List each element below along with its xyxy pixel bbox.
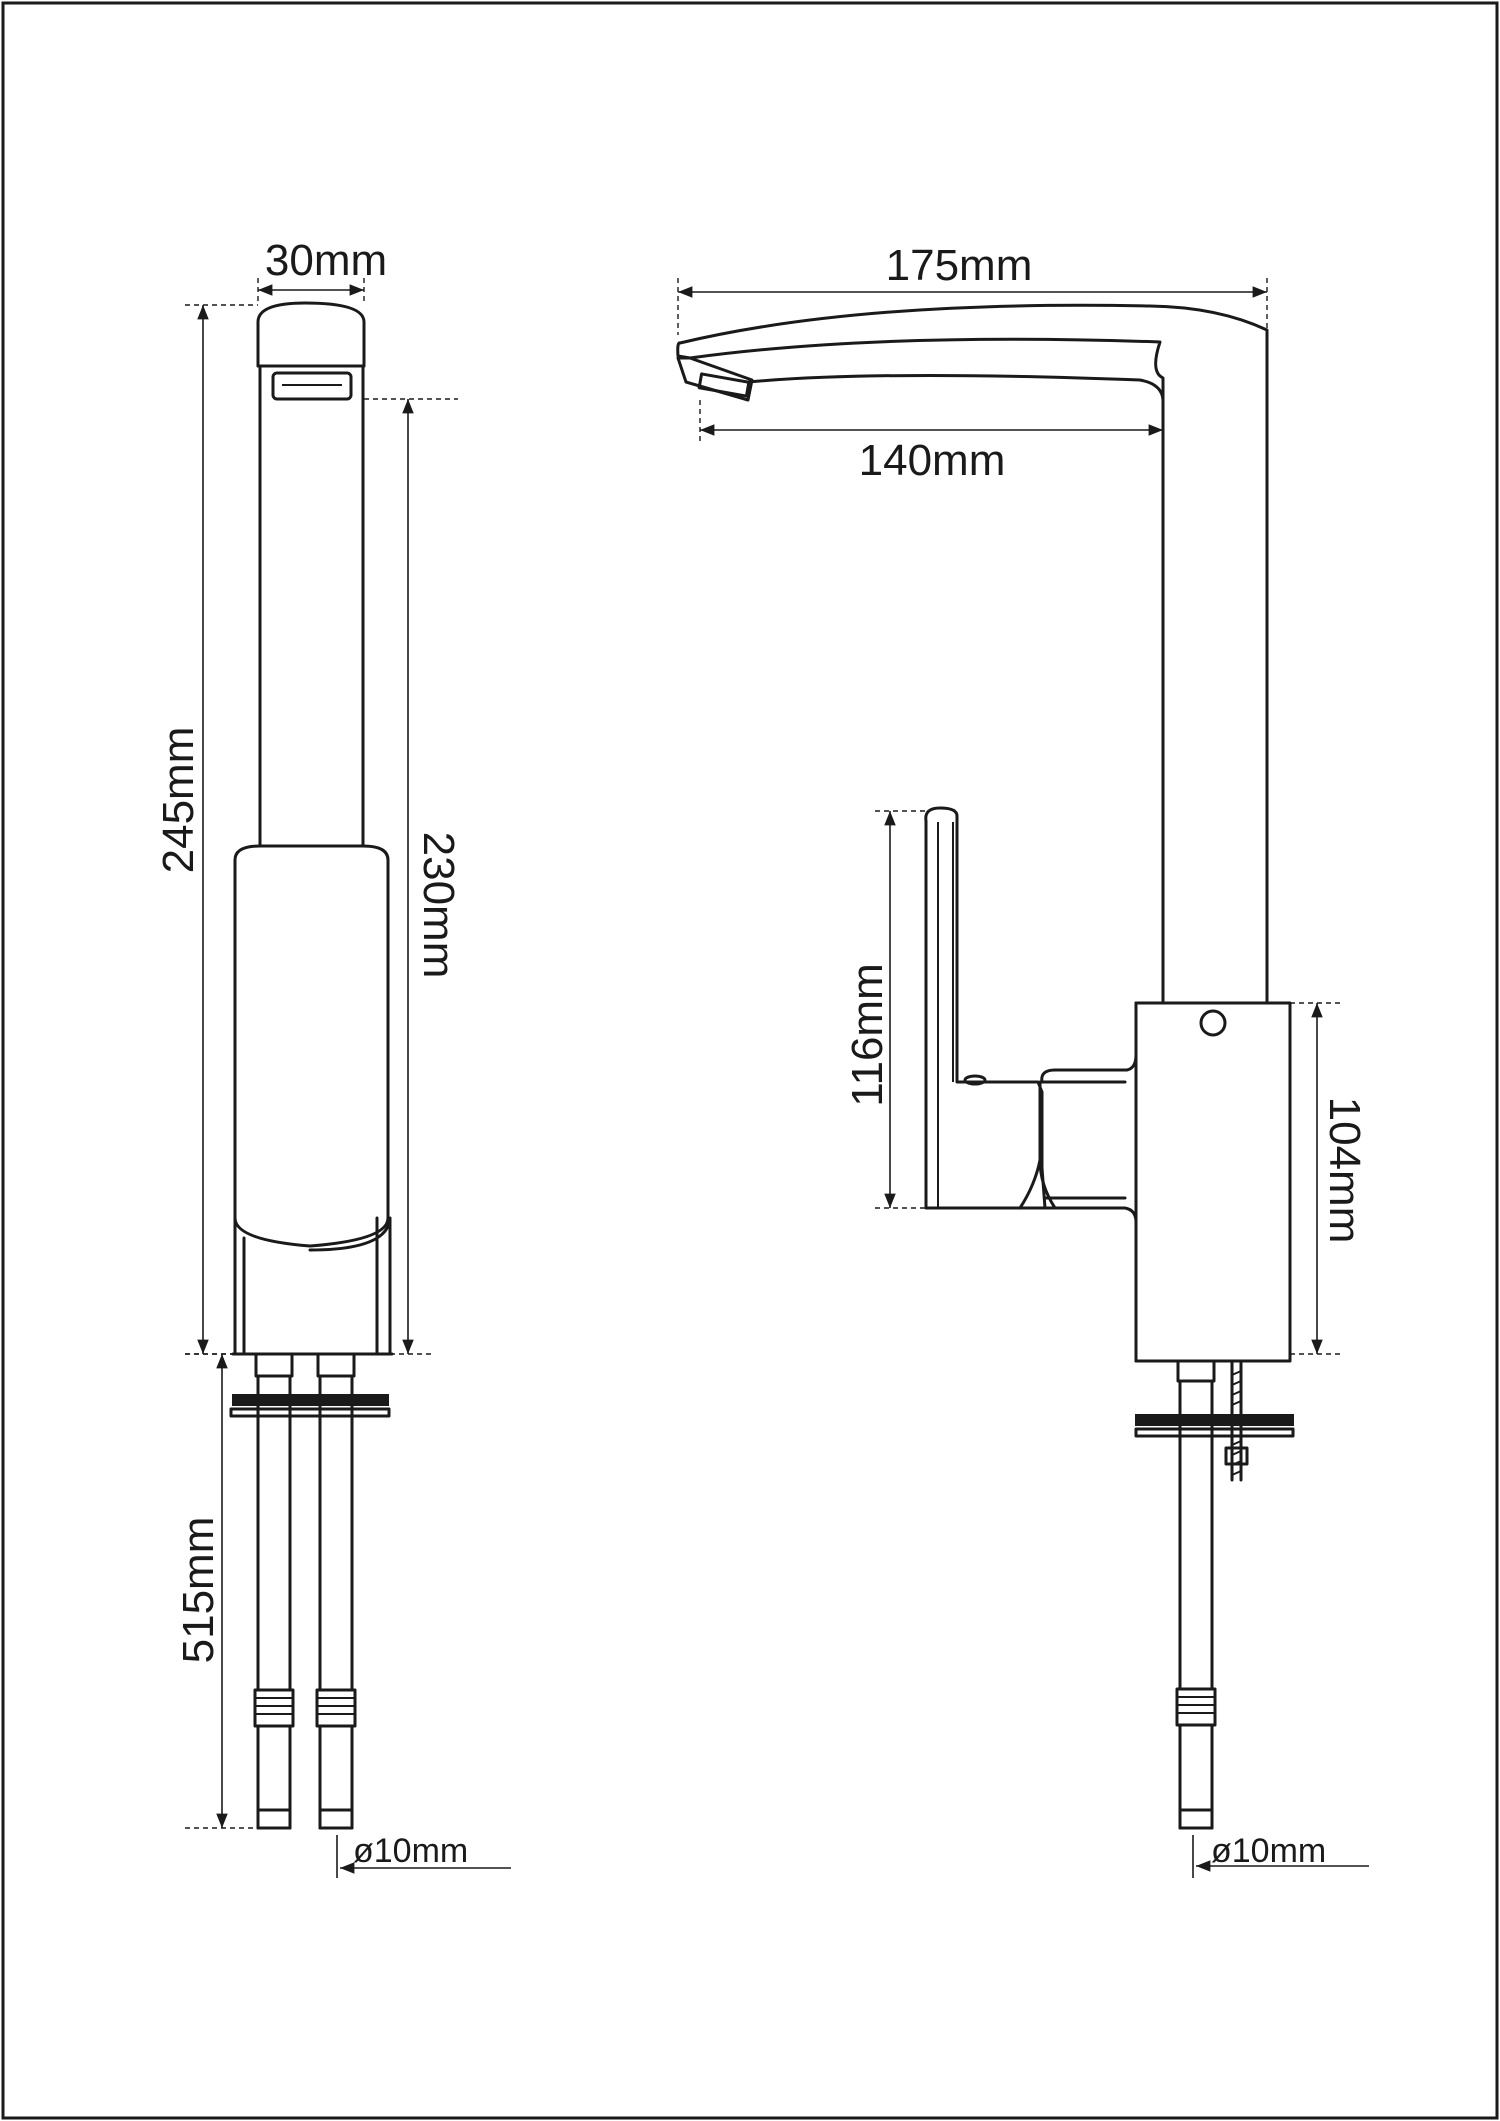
side-spout-reach-label: 140mm [859,436,1006,485]
side-cartridge-upper [1040,1001,1138,1084]
front-hose-left-fitting [253,1688,295,1830]
side-body [1134,1001,1292,1363]
side-body-height-label: 104mm [1320,1097,1369,1244]
front-total-height-label: 245mm [154,727,203,874]
front-hose-right [318,1374,354,1692]
side-hose-nut [1176,1359,1216,1383]
side-washer [1135,1414,1294,1426]
front-width-label: 30mm [265,236,387,285]
side-threaded-rod [1224,1359,1249,1482]
side-handle [924,806,1047,1210]
side-hose-diameter-label: ø10mm [1211,1832,1326,1870]
side-body-screw [1199,1009,1227,1037]
front-spout-tip [256,301,366,368]
side-spout-outline [676,303,1269,1005]
front-hose-left-nut [254,1352,294,1378]
front-hose-left [256,1374,292,1692]
side-view: 175mm 140mm 116mm 104mm ø10mm [676,241,1369,1878]
front-spout-height-label: 230mm [414,832,463,979]
front-washer-plate [229,1407,391,1418]
side-hose [1178,1379,1214,1691]
front-aerator [271,371,353,401]
side-nozzle [676,356,754,402]
front-washer [232,1394,389,1406]
side-handle-base [1018,1080,1057,1210]
side-hose-fitting [1175,1687,1217,1830]
front-body [233,844,390,1248]
side-handle-height-label: 116mm [843,963,892,1106]
front-hose-right-fitting [315,1688,357,1830]
side-washer-plate [1134,1427,1295,1438]
side-spout-inner-edge [746,373,1165,402]
side-nozzle-aerator [697,372,751,398]
side-total-reach-label: 175mm [886,241,1033,290]
side-cartridge-lower [1046,1206,1138,1363]
front-hose-diameter-label: ø10mm [353,1832,468,1870]
front-hose-length-label: 515mm [174,1517,223,1664]
front-hose-right-nut [316,1352,356,1378]
front-view: 30mm 245mm 230mm 515mm ø10mm [154,236,511,1878]
side-handle-pivot [963,1074,987,1086]
